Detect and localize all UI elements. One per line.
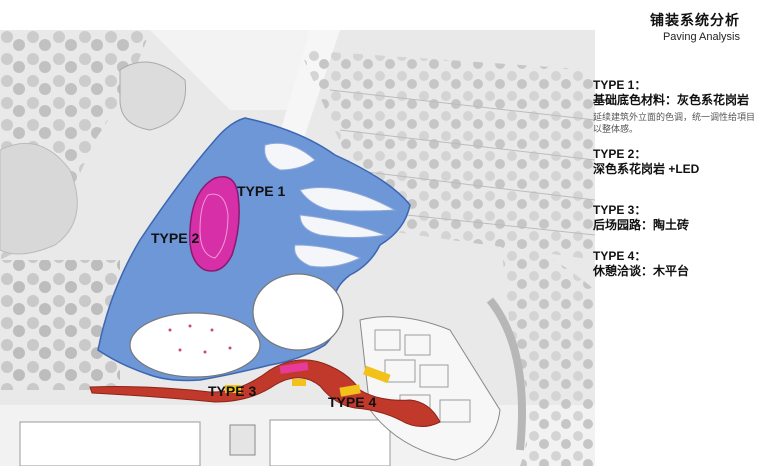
legend-type-label: TYPE 4： xyxy=(593,249,647,263)
map-label-type2: TYPE 2 xyxy=(151,230,200,246)
page-subtitle: Paving Analysis xyxy=(662,31,740,43)
legend-item-type1: TYPE 1： 基础底色材料：灰色系花岗岩 延续建筑外立面的色调，统一调性给項目… xyxy=(593,78,758,135)
legend-type-desc: 休憩洽谈：木平台 xyxy=(593,264,690,278)
legend-type-label: TYPE 2： xyxy=(593,147,647,161)
legend: TYPE 1： 基础底色材料：灰色系花岗岩 延续建筑外立面的色调，统一调性给項目… xyxy=(593,78,758,279)
legend-type-note: 延续建筑外立面的色调，统一调性给項目以整体感。 xyxy=(593,112,756,134)
legend-type-label: TYPE 1： xyxy=(593,78,647,92)
legend-item-type2: TYPE 2： 深色系花岗岩 +LED xyxy=(593,147,758,177)
map-label-type4: TYPE 4 xyxy=(328,394,377,410)
legend-type-desc: 深色系花岗岩 +LED xyxy=(593,162,700,176)
map-label-type3: TYPE 3 xyxy=(208,383,257,399)
legend-type-desc: 基础底色材料：灰色系花岗岩 xyxy=(593,93,750,107)
legend-type-label: TYPE 3： xyxy=(593,203,647,217)
legend-item-type3: TYPE 3： 后场园路：陶土砖 xyxy=(593,203,758,233)
map-label-type1: TYPE 1 xyxy=(237,183,286,199)
site-plan xyxy=(0,30,595,466)
legend-type-desc: 后场园路：陶土砖 xyxy=(593,218,690,232)
page-title: 铺装系统分析 xyxy=(650,12,740,28)
legend-item-type4: TYPE 4： 休憩洽谈：木平台 xyxy=(593,249,758,279)
